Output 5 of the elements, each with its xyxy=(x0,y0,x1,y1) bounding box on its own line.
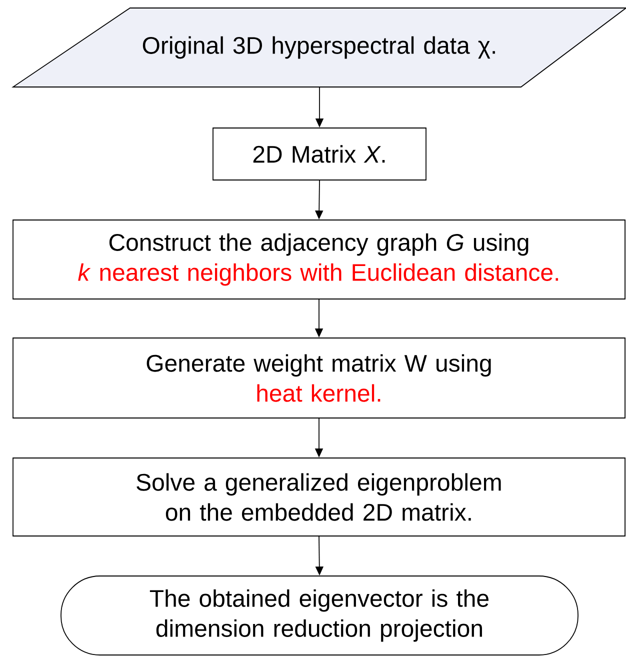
process-box: Solve a generalized eigenproblem on the embedded 2D matrix. xyxy=(12,458,626,536)
process-box: 2D Matrix X. xyxy=(212,128,426,180)
process-box: Construct the adjacency graph G using k nearest neighbors with Euclidean distance. xyxy=(12,220,626,300)
process-box: Generate weight matrix W using heat kernel. xyxy=(12,338,626,418)
terminal-box: The obtained eigenvector is the dimension reduction projection xyxy=(60,576,578,656)
